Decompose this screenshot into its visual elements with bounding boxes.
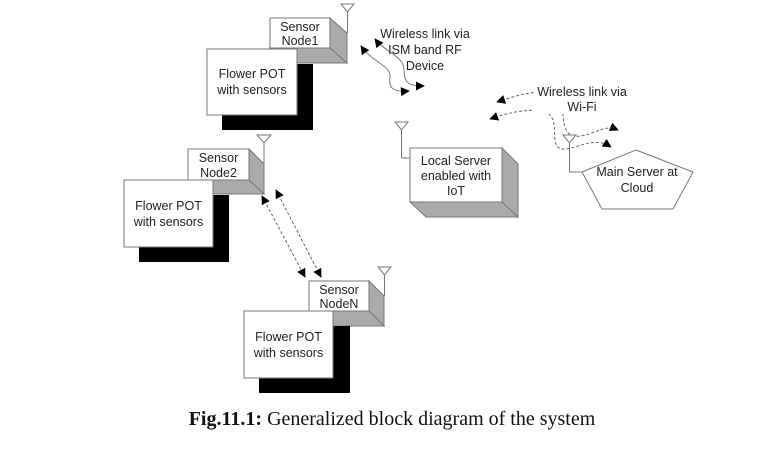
wifi-label-line1: Wireless link via — [537, 85, 627, 99]
local-server-label-line2: enabled with — [421, 169, 491, 183]
wifi-link-label: Wireless link via Wi-Fi — [534, 84, 627, 114]
flower-pot-n-label-line1: Flower POT — [255, 330, 322, 344]
bidirectional-arrow-1 — [261, 195, 306, 278]
figure-caption: Fig.11.1: Generalized block diagram of t… — [0, 408, 784, 431]
flower-pot-2-label-line1: Flower POT — [135, 199, 202, 213]
local-server: Local Server enabled with IoT — [408, 146, 520, 219]
wifi-arrow-2 — [489, 109, 612, 150]
ism-label-line1: Wireless link via — [380, 27, 470, 41]
flower-pot-n: Flower POT with sensors — [243, 310, 350, 393]
flower-pot-2-label-line2: with sensors — [133, 215, 203, 229]
main-server-group: Main Server at Cloud — [561, 134, 694, 210]
flower-pot-1-label-line2: with sensors — [216, 83, 286, 97]
flower-pot-1-label-line1: Flower POT — [219, 67, 286, 81]
ism-label-line2: ISM band RF — [388, 43, 462, 57]
main-server-cloud: Main Server at Cloud — [581, 149, 694, 210]
sensor-node-1: Sensor Node1 — [268, 16, 349, 65]
sensor-node-2-label-line1: Sensor — [199, 151, 239, 165]
ism-link: Wireless link via ISM band RF Device — [360, 27, 470, 97]
wifi-link: Wireless link via Wi-Fi — [489, 84, 627, 150]
main-server-label-line2: Cloud — [621, 181, 654, 195]
sensor-node-2-label-line2: Node2 — [200, 166, 237, 180]
figure-caption-text: Generalized block diagram of the system — [262, 408, 596, 430]
antenna-icon — [393, 121, 410, 159]
flower-pot-2: Flower POT with sensors — [123, 179, 229, 262]
sensor-node-n-label-line1: Sensor — [319, 283, 359, 297]
system-block-diagram: Sensor Node1 Flower POT with sensors Sen… — [123, 3, 694, 393]
ism-arrow-2 — [374, 38, 425, 91]
sensor-node-2-group: Sensor Node2 Flower POT with sensors — [123, 134, 273, 262]
local-server-label-line1: Local Server — [421, 154, 491, 168]
local-server-label-line3: IoT — [447, 184, 465, 198]
bidirectional-arrow-2 — [275, 189, 322, 278]
node2-noden-link — [261, 189, 322, 278]
main-server-label-line1: Main Server at — [596, 165, 678, 179]
wifi-label-line2: Wi-Fi — [567, 100, 596, 114]
sensor-node-1-group: Sensor Node1 Flower POT with sensors — [206, 3, 356, 130]
figure-caption-number: Fig.11.1: — [188, 408, 263, 430]
sensor-node-n-label-line2: NodeN — [320, 297, 359, 311]
antenna-icon — [561, 134, 582, 173]
sensor-node-n-group: Sensor NodeN Flower POT with sensors — [243, 266, 393, 393]
flower-pot-n-label-line2: with sensors — [253, 346, 323, 360]
sensor-node-2: Sensor Node2 — [186, 147, 266, 196]
local-server-group: Local Server enabled with IoT — [393, 121, 520, 219]
sensor-node-1-label-line1: Sensor — [280, 20, 320, 34]
sensor-node-1-label-line2: Node1 — [282, 34, 319, 48]
flower-pot-1: Flower POT with sensors — [206, 48, 313, 130]
ism-label-line3: Device — [406, 59, 444, 73]
ism-link-label: Wireless link via ISM band RF Device — [380, 27, 470, 73]
